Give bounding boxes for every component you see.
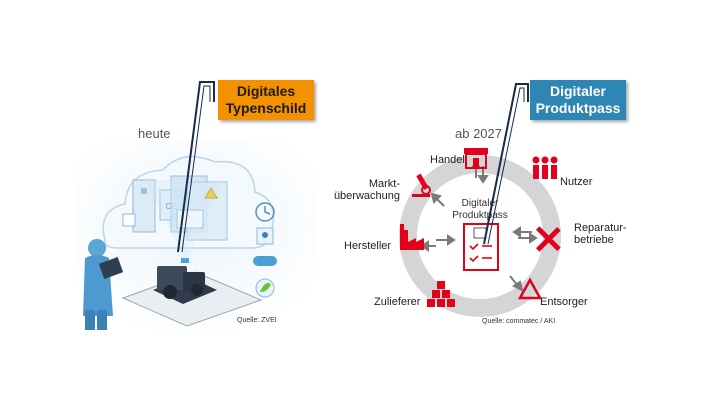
callout-line-2: Produktpass <box>535 100 621 116</box>
node-nutzer: Nutzer <box>560 176 593 188</box>
heading-ab-2027: ab 2027 <box>455 126 502 141</box>
machine-icon <box>157 266 187 290</box>
handshake-icon <box>253 256 277 266</box>
node-reparatur-1: Reparatur- <box>574 222 627 234</box>
node-reparatur-2: betriebe <box>574 234 614 246</box>
worker-figure <box>83 239 124 330</box>
heading-heute: heute <box>138 126 171 141</box>
center-label-1: Digitaler <box>462 198 499 209</box>
recycle-icon <box>517 277 543 300</box>
wrench-icon <box>122 213 136 227</box>
people-icon <box>532 156 558 179</box>
leaf-icon <box>255 278 275 298</box>
callout-line-1: Digitaler <box>549 83 606 99</box>
source-commatec: Quelle: commatec / AKI <box>482 318 556 325</box>
callout-digitales-typenschild: Digitales Typenschild <box>218 80 314 120</box>
callout-digitaler-produktpass: Digitaler Produktpass <box>530 80 626 120</box>
node-hersteller: Hersteller <box>344 240 392 252</box>
location-icon <box>256 227 274 245</box>
microscope-icon <box>412 173 431 197</box>
tablet-icon <box>98 257 124 279</box>
tools-icon <box>535 226 561 252</box>
icons-red <box>400 148 561 307</box>
callout-connector-left <box>177 81 215 253</box>
node-entsorger: Entsorger <box>540 296 588 308</box>
clock-icon <box>255 202 275 222</box>
source-zvei: Quelle: ZVEI <box>237 317 277 324</box>
shop-icon <box>464 148 488 169</box>
document-icon <box>132 179 156 233</box>
node-handel: Handel <box>430 154 465 166</box>
callout-line-1: Digitales <box>236 83 296 99</box>
node-markt-2: überwachung <box>333 190 400 202</box>
node-zulieferer: Zulieferer <box>374 296 421 308</box>
factory-icon <box>400 224 424 250</box>
callout-line-2: Typenschild <box>225 100 307 116</box>
center-label-2: Produktpass <box>452 210 508 221</box>
warning-icon <box>204 187 218 199</box>
node-markt-1: Markt- <box>368 178 400 190</box>
lifecycle-diagram: Digitaler Produktpass <box>399 148 561 317</box>
callout-connector-right <box>483 83 529 245</box>
boxes-icon <box>427 281 455 307</box>
